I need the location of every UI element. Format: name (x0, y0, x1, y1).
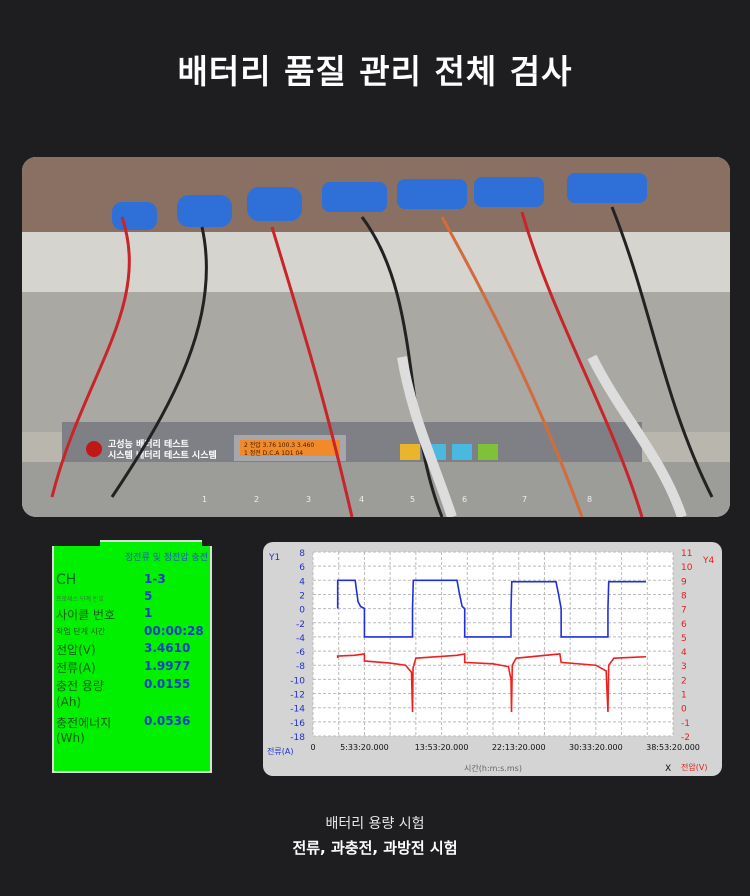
y1-tick-label: -6 (296, 648, 305, 658)
y1-tick-label: -18 (290, 733, 305, 743)
panel-notch (50, 538, 100, 546)
label-ch: CH (56, 572, 77, 588)
y2-tick-label: 3 (681, 662, 687, 672)
y1-tick-label: 8 (299, 549, 305, 559)
panel-notch (202, 538, 214, 546)
y1-tick-label: -16 (290, 719, 305, 729)
value-current: 1.9977 (144, 659, 191, 673)
y2-tick-label: 6 (681, 620, 687, 630)
caption-subtitle: 전류, 과충전, 과방전 시험 (292, 839, 458, 857)
lcd-display (240, 440, 340, 456)
y2-tick-label: -1 (681, 719, 690, 729)
y2-tick-label: 10 (681, 563, 693, 573)
y1-tick-label: -2 (296, 620, 305, 630)
label-energy-unit: (Wh) (56, 731, 85, 745)
channel-number: 1 (202, 495, 207, 504)
channel-number: 8 (587, 495, 592, 504)
y1-tick-label: -4 (296, 634, 305, 644)
cables (50, 206, 714, 517)
y1-tick-label: -14 (290, 705, 305, 715)
battery-tester-photo: 2 전압 3.76 100.3 3.460 1 정전 D.C.A 1D1 04 … (22, 157, 730, 517)
power-switch-icon (86, 441, 102, 457)
value-cycle: 1 (144, 606, 153, 620)
y2-tick-label: 0 (681, 705, 687, 715)
label-current: 전류(A) (56, 661, 96, 675)
channel-number: 7 (522, 495, 527, 504)
y2-tick-label: 5 (681, 634, 687, 644)
confirm-button-icon (478, 444, 498, 460)
value-ch: 1-3 (144, 572, 166, 586)
y2-tick-label: 11 (681, 549, 692, 559)
y2-tick-label: 4 (681, 648, 687, 658)
x-unit-label: X (665, 764, 671, 774)
panel-label-line2: 시스템 배터리 테스트 시스템 (108, 449, 217, 461)
x-tick-label: 30:33:20.000 (569, 743, 623, 752)
label-step-time: 작업 단계 시간 (56, 627, 106, 636)
y2-tick-label: 8 (681, 591, 687, 601)
caption-title: 배터리 용량 시험 (325, 816, 425, 832)
x-tick-label: 13:53:20.000 (415, 743, 469, 752)
channel-number: 6 (462, 495, 467, 504)
x-tick-label: 5:33:20.000 (340, 743, 389, 752)
y1-axis-label: 전류(A) (267, 746, 293, 756)
y2-tick-label: 9 (681, 577, 687, 587)
channel-status-panel: 정전류 및 정전압 충전 CH 1-3 프로세스 단계 번호 5 사이클 번호 … (52, 540, 212, 773)
value-voltage: 3.4610 (144, 641, 191, 655)
label-step-number: 프로세스 단계 번호 (56, 596, 104, 603)
back-button-icon (400, 444, 420, 460)
channel-number: 2 (254, 495, 259, 504)
x-tick-label: 38:53:20.000 (646, 743, 700, 752)
down-button-icon (452, 444, 472, 460)
lcd-line1: 2 전압 3.76 100.3 3.460 (244, 441, 314, 449)
channel-number: 3 (306, 495, 311, 504)
x-tick-label: 0 (310, 743, 315, 752)
voltage-series-line (336, 652, 647, 712)
label-capacity: 충전 용량 (56, 679, 104, 693)
value-step-time: 00:00:28 (144, 624, 204, 638)
y1-tick-label: 2 (299, 591, 305, 601)
value-step-number: 5 (144, 589, 153, 603)
y1-tick-label: 6 (299, 563, 305, 573)
y1-axis-name: Y1 (268, 553, 280, 563)
y1-tick-label: -12 (290, 691, 305, 701)
label-cycle: 사이클 번호 (56, 608, 116, 622)
y1-tick-label: 0 (299, 606, 305, 616)
panel-label-line1: 고성능 배터리 테스트 (108, 438, 190, 450)
y2-tick-label: 7 (681, 606, 687, 616)
charge-mode: 정전류 및 정전압 충전 (124, 553, 208, 563)
y2-tick-label: 1 (681, 691, 687, 701)
label-voltage: 전압(V) (56, 643, 96, 657)
y1-tick-label: 4 (299, 577, 305, 587)
x-tick-label: 22:13:20.000 (492, 743, 546, 752)
value-energy: 0.0536 (144, 714, 191, 728)
channel-number: 5 (410, 495, 415, 504)
current-series-line (336, 579, 646, 638)
y1-tick-label: -10 (290, 676, 305, 686)
x-axis-label: 시간(h:m:s.ms) (464, 763, 522, 773)
y2-axis-label: 전압(V) (681, 762, 707, 772)
y2-tick-label: 2 (681, 676, 687, 686)
value-capacity: 0.0155 (144, 677, 191, 691)
page-title: 배터리 품질 관리 전체 검사 (177, 52, 573, 91)
y2-axis-name: Y4 (702, 556, 714, 566)
y1-tick-label: -8 (296, 662, 305, 672)
lcd-line2: 1 정전 D.C.A 1D1 04 (244, 449, 303, 457)
y2-tick-label: -2 (681, 733, 690, 743)
label-capacity-unit: (Ah) (56, 695, 82, 709)
label-energy: 충전에너지 (56, 716, 112, 730)
channel-number: 4 (359, 495, 364, 504)
